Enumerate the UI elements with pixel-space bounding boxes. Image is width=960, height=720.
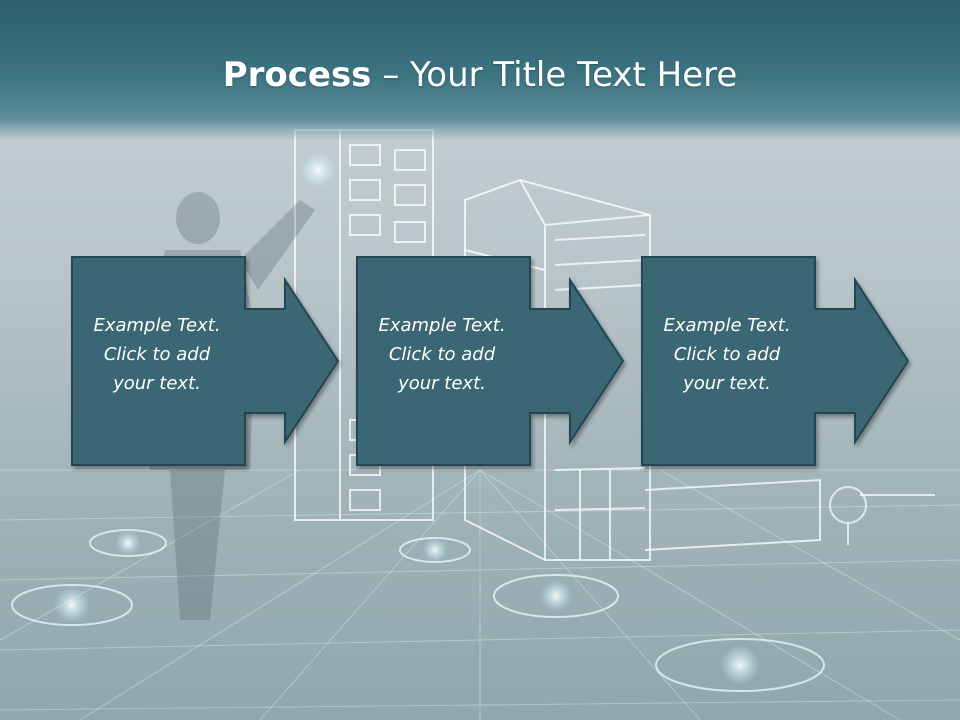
step-text-line: Example Text. <box>378 315 506 336</box>
title-bold-part: Process <box>222 55 372 95</box>
step-text-line: Click to add <box>103 344 211 365</box>
step-text-line: Click to add <box>388 344 496 365</box>
step-text-line: Example Text. <box>663 315 791 336</box>
step-text-line: Click to add <box>673 344 781 365</box>
process-step-1-shape[interactable] <box>71 256 340 466</box>
process-step-2-text[interactable]: Example Text. Click to add your text. <box>357 311 527 398</box>
process-step-3-text[interactable]: Example Text. Click to add your text. <box>642 311 812 398</box>
step-text-line: your text. <box>683 373 771 394</box>
step-text-line: your text. <box>113 373 201 394</box>
process-step-3-shape[interactable] <box>641 256 910 466</box>
title-band <box>0 0 960 140</box>
process-step-2-shape[interactable] <box>356 256 625 466</box>
process-step-1-text[interactable]: Example Text. Click to add your text. <box>72 311 242 398</box>
title-rest-part: – Your Title Text Here <box>371 55 738 95</box>
step-text-line: Example Text. <box>93 315 221 336</box>
slide-title[interactable]: Process – Your Title Text Here <box>0 52 960 98</box>
step-text-line: your text. <box>398 373 486 394</box>
